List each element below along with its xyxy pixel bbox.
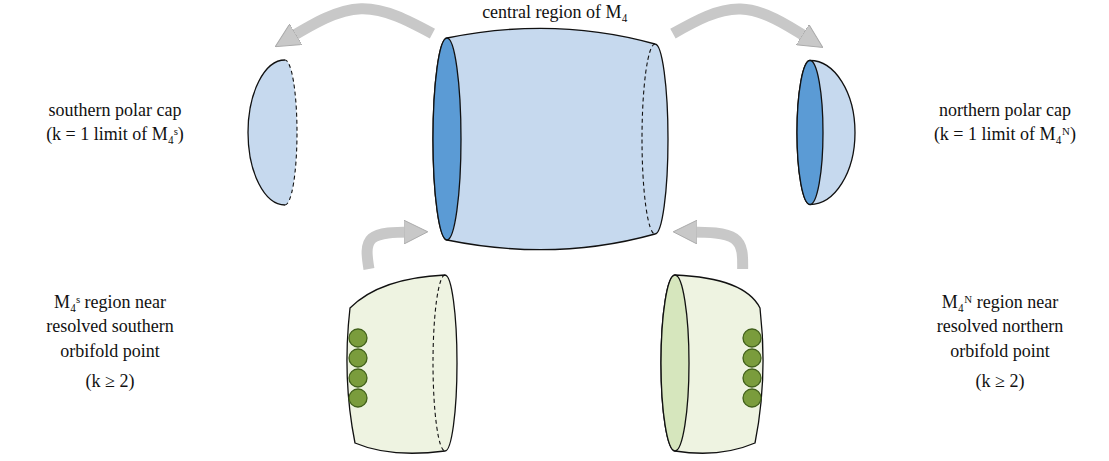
region-node: central region of M₄	[420, 0, 690, 262]
resolved-point	[349, 329, 367, 347]
region-label: M₄ˢ region near resolved southern orbifo…	[25, 290, 195, 363]
resolved-region	[347, 275, 457, 453]
boundary-face	[433, 38, 461, 240]
region-node: M₄ˢ region near resolved southern orbifo…	[20, 268, 460, 461]
mapping-arrow	[367, 232, 411, 269]
region-label: northern polar cap	[910, 98, 1100, 122]
region-outline	[420, 0, 690, 262]
boundary-face	[661, 275, 689, 451]
resolved-point	[349, 349, 367, 367]
region-label: (k ≥ 2)	[915, 369, 1085, 393]
polar-cap	[797, 61, 855, 205]
cap-outline	[248, 60, 285, 205]
region-node: southern polar cap(k = 1 limit of M₄ˢ)	[20, 40, 310, 230]
polar-cap	[248, 60, 297, 205]
boundary-face	[797, 61, 823, 205]
region-node: M₄ᴺ region near resolved northern orbifo…	[650, 268, 1090, 461]
resolved-point	[743, 389, 761, 407]
hidden-edge	[285, 60, 297, 205]
mapping-arrow	[690, 232, 743, 269]
central-region	[433, 28, 668, 249]
hidden-edge	[433, 275, 445, 451]
region-label: (k ≥ 2)	[25, 369, 195, 393]
resolved-point	[743, 349, 761, 367]
region-label: southern polar cap	[20, 98, 210, 122]
hidden-edge	[642, 44, 655, 234]
label-group: northern polar cap(k = 1 limit of M₄ᴺ)	[910, 98, 1100, 147]
resolved-point	[743, 369, 761, 387]
region-node: northern polar cap(k = 1 limit of M₄ᴺ)	[790, 40, 1090, 230]
region-label: (k = 1 limit of M₄ˢ)	[20, 122, 210, 146]
region-label: (k = 1 limit of M₄ᴺ)	[910, 122, 1100, 146]
label-group: M₄ˢ region near resolved southern orbifo…	[25, 290, 195, 393]
mapping-arrow	[290, 9, 433, 38]
mapping-arrow	[673, 9, 809, 38]
label-group: central region of M₄	[420, 0, 690, 24]
resolved-region	[661, 275, 763, 453]
label-group: M₄ᴺ region near resolved northern orbifo…	[915, 290, 1085, 393]
label-group: southern polar cap(k = 1 limit of M₄ˢ)	[20, 98, 210, 147]
resolved-point	[349, 389, 367, 407]
resolved-point	[349, 369, 367, 387]
resolved-point	[743, 329, 761, 347]
region-label: central region of M₄	[420, 0, 690, 24]
region-label: M₄ᴺ region near resolved northern orbifo…	[915, 290, 1085, 363]
